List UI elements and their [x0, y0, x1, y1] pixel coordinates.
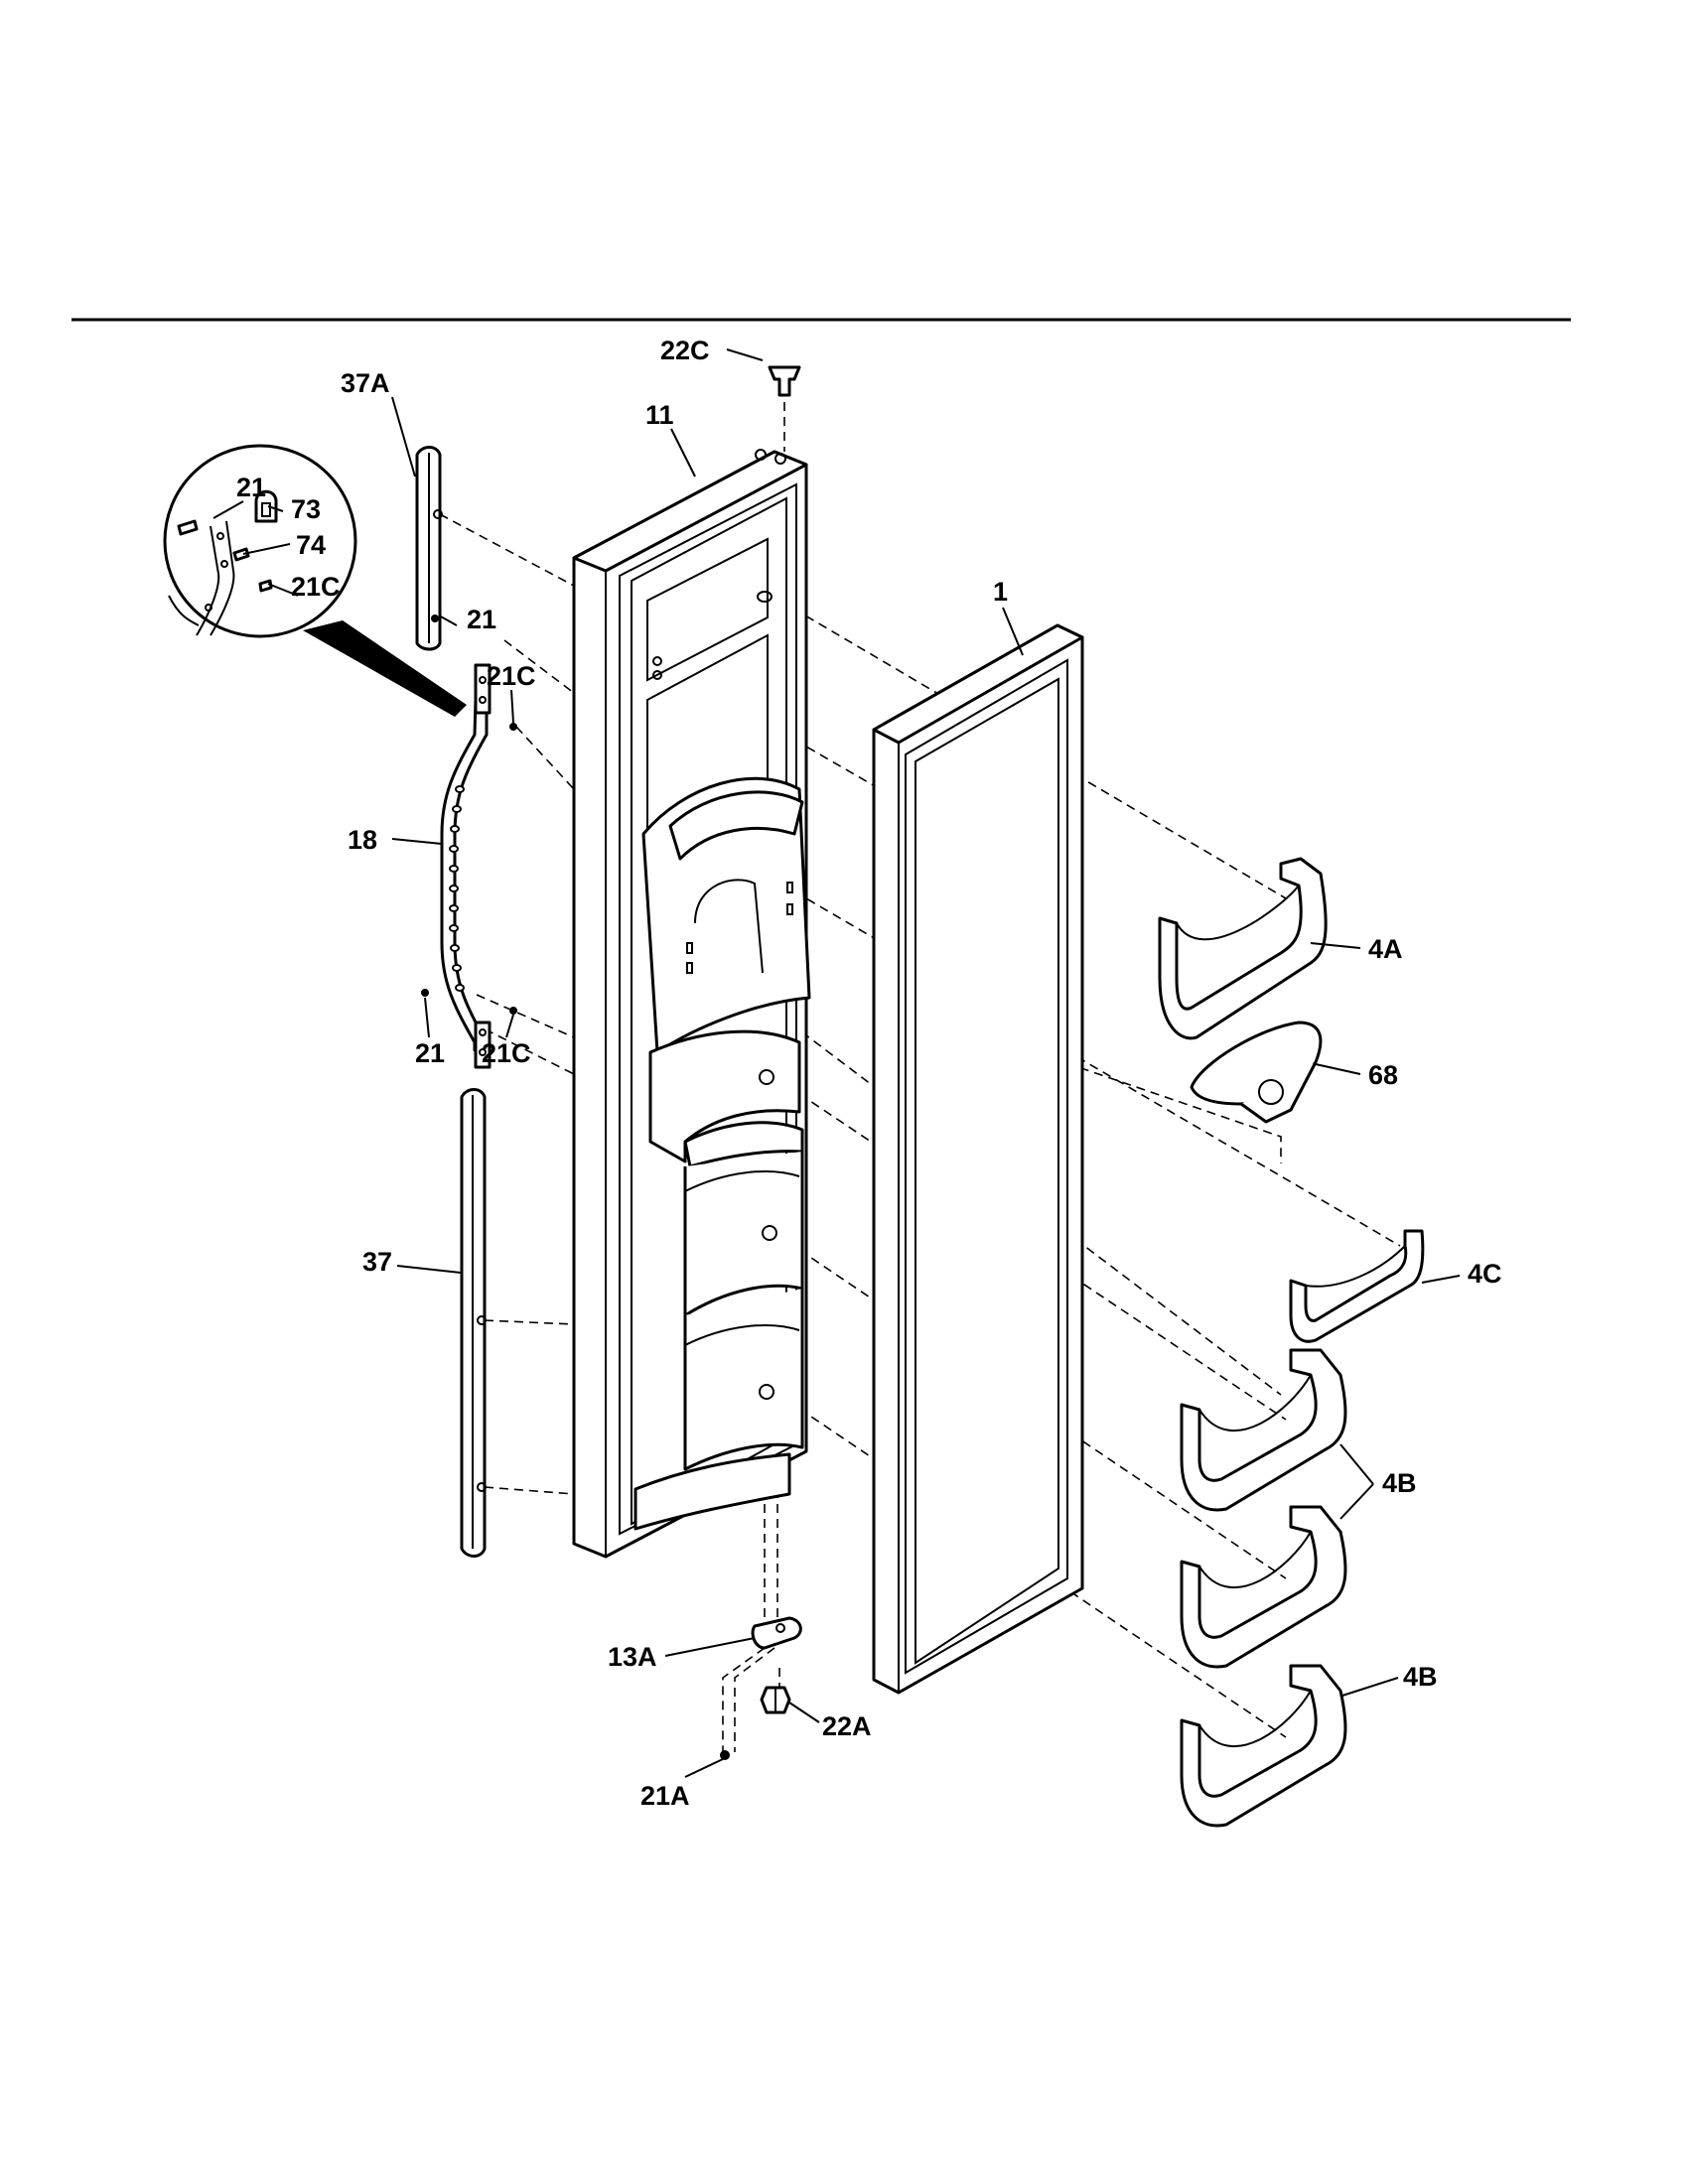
label-21C-top: 21C [487, 661, 536, 691]
door-bin-4C [1289, 1229, 1425, 1343]
door-bin-4B-2 [1180, 1505, 1347, 1669]
label-74: 74 [296, 530, 326, 560]
trim-strip-long [460, 1088, 487, 1558]
label-4C: 4C [1468, 1259, 1502, 1289]
label-68: 68 [1368, 1060, 1398, 1090]
label-13A: 13A [608, 1642, 657, 1672]
label-37: 37 [362, 1247, 392, 1277]
label-4B-pair: 4B [1382, 1468, 1417, 1498]
label-1: 1 [993, 577, 1008, 607]
trim-strip-top [415, 446, 443, 651]
label-21C-inset: 21C [291, 572, 341, 602]
screws [421, 614, 730, 1760]
part-labels: 22C 11 21 73 74 21C 37A 21 21C 1 18 4A 6… [236, 336, 1502, 1811]
label-4B-single: 4B [1403, 1662, 1438, 1692]
detail-inset [163, 444, 467, 717]
door-bin-4A [1158, 857, 1328, 1040]
label-21A: 21A [640, 1781, 690, 1811]
label-37A: 37A [341, 368, 390, 398]
label-73: 73 [291, 494, 321, 524]
ice-chute-68 [1190, 1021, 1323, 1124]
bottom-hinge-bracket [751, 1616, 802, 1650]
label-22C: 22C [660, 336, 710, 365]
door-handle [440, 663, 492, 1069]
label-21C-bottom: 21C [482, 1038, 531, 1068]
door-liner [872, 623, 1084, 1695]
label-11: 11 [645, 400, 674, 430]
door-bin-4B-1 [1180, 1348, 1347, 1512]
leader-lines [212, 348, 1461, 1778]
bottom-hinge-pin [760, 1686, 791, 1714]
label-18: 18 [348, 825, 377, 855]
label-21-top: 21 [467, 605, 496, 634]
door-outer-panel [572, 449, 811, 1559]
top-hinge-pin [768, 365, 801, 397]
label-22A: 22A [822, 1711, 872, 1741]
door-bin-4B-3 [1180, 1664, 1347, 1828]
label-21-inset: 21 [236, 473, 266, 502]
label-21-bottom: 21 [415, 1038, 445, 1068]
label-4A: 4A [1368, 934, 1403, 964]
